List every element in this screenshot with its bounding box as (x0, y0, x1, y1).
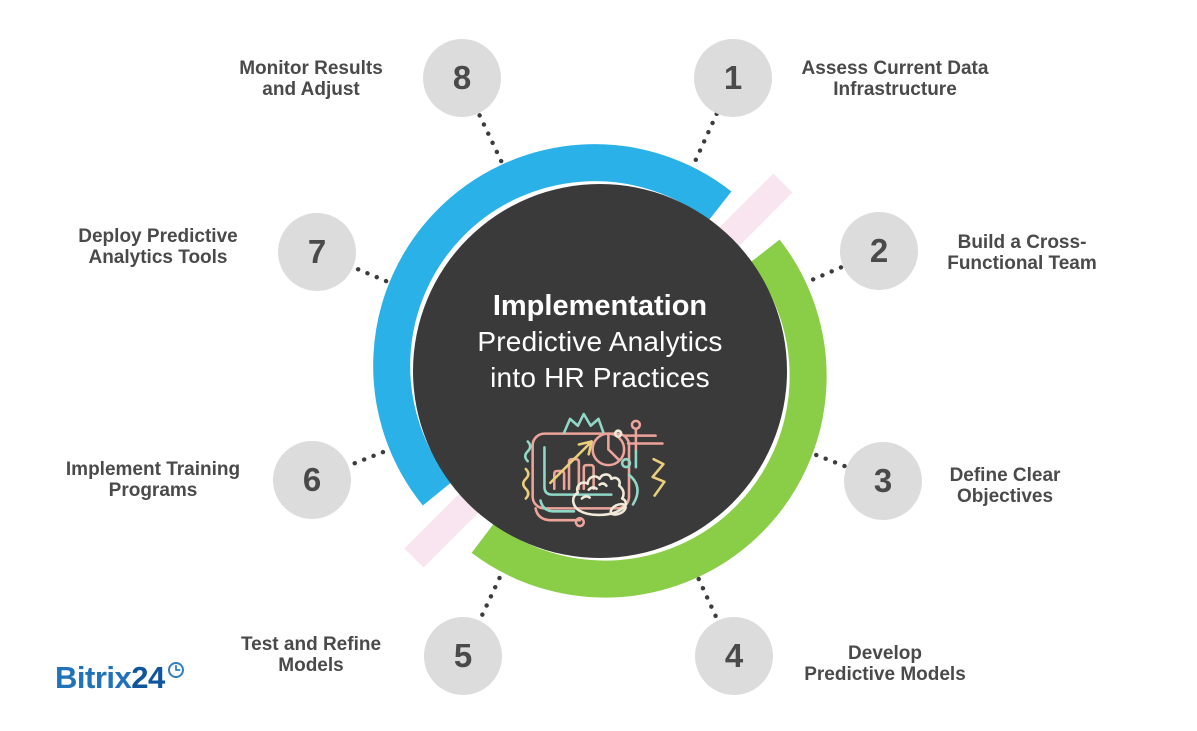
step-number: 6 (302, 461, 322, 498)
step-badge-1: 1 (694, 39, 772, 117)
step-badge-5: 5 (424, 617, 502, 695)
clock-icon (167, 662, 184, 678)
step-number: 3 (873, 462, 893, 499)
wave-yellow-glyph (521, 467, 529, 500)
step-number: 7 (307, 233, 327, 270)
under-curve-salmon (533, 507, 581, 522)
burst-glyph (562, 412, 605, 434)
dot-cream (613, 429, 622, 438)
step-label-1: Assess Current Data Infrastructure (801, 58, 989, 100)
stand-glyph (622, 419, 664, 453)
step-badge-6: 6 (273, 441, 351, 519)
dot-teal (620, 457, 631, 469)
step-number: 2 (869, 232, 889, 269)
title-line-1: Implementation (492, 290, 708, 322)
under-curve-teal (538, 499, 575, 513)
step-badge-2: 2 (840, 212, 918, 290)
step-label-3: Define Clear Objectives (949, 465, 1061, 507)
dot-salmon (574, 516, 585, 528)
step-label-6: Implement Training Programs (65, 459, 241, 501)
title-line-3: into HR Practices (490, 362, 710, 393)
logo-text-bitrix: Bitrix (55, 660, 132, 695)
swoosh-glyph (627, 473, 639, 506)
arrow-glyph (548, 440, 593, 485)
step-badge-3: 3 (844, 442, 922, 520)
green-arc (471, 239, 827, 598)
pie-chart-glyph (590, 432, 625, 467)
center-title: Implementation Predictive Analytics into… (477, 288, 722, 396)
step-label-2: Build a Cross- Functional Team (947, 232, 1097, 274)
step-label-5: Test and Refine Models (240, 634, 382, 676)
step-number: 8 (452, 59, 472, 96)
axis-glyph (542, 446, 613, 496)
analytics-dashboard-icon (521, 412, 666, 528)
wave-teal-glyph (523, 440, 531, 463)
step-number: 4 (724, 637, 744, 674)
step-label-7: Deploy Predictive Analytics Tools (78, 226, 238, 268)
center-circle: Implementation Predictive Analytics into… (413, 184, 787, 558)
blue-arc (373, 144, 732, 506)
step-label-4: Develop Predictive Models (804, 643, 966, 685)
title-line-2: Predictive Analytics (477, 326, 723, 357)
step-badge-8: 8 (423, 39, 501, 117)
step-badge-4: 4 (695, 617, 773, 695)
logo-text-24: 24 (131, 660, 165, 695)
step-number: 5 (453, 637, 473, 674)
board-glyph (530, 432, 630, 510)
hand-glyph (571, 473, 627, 517)
zigzag-glyph (650, 457, 666, 497)
step-number: 1 (723, 59, 743, 96)
step-label-8: Monitor Results and Adjust (239, 58, 383, 100)
step-badge-7: 7 (278, 213, 356, 291)
